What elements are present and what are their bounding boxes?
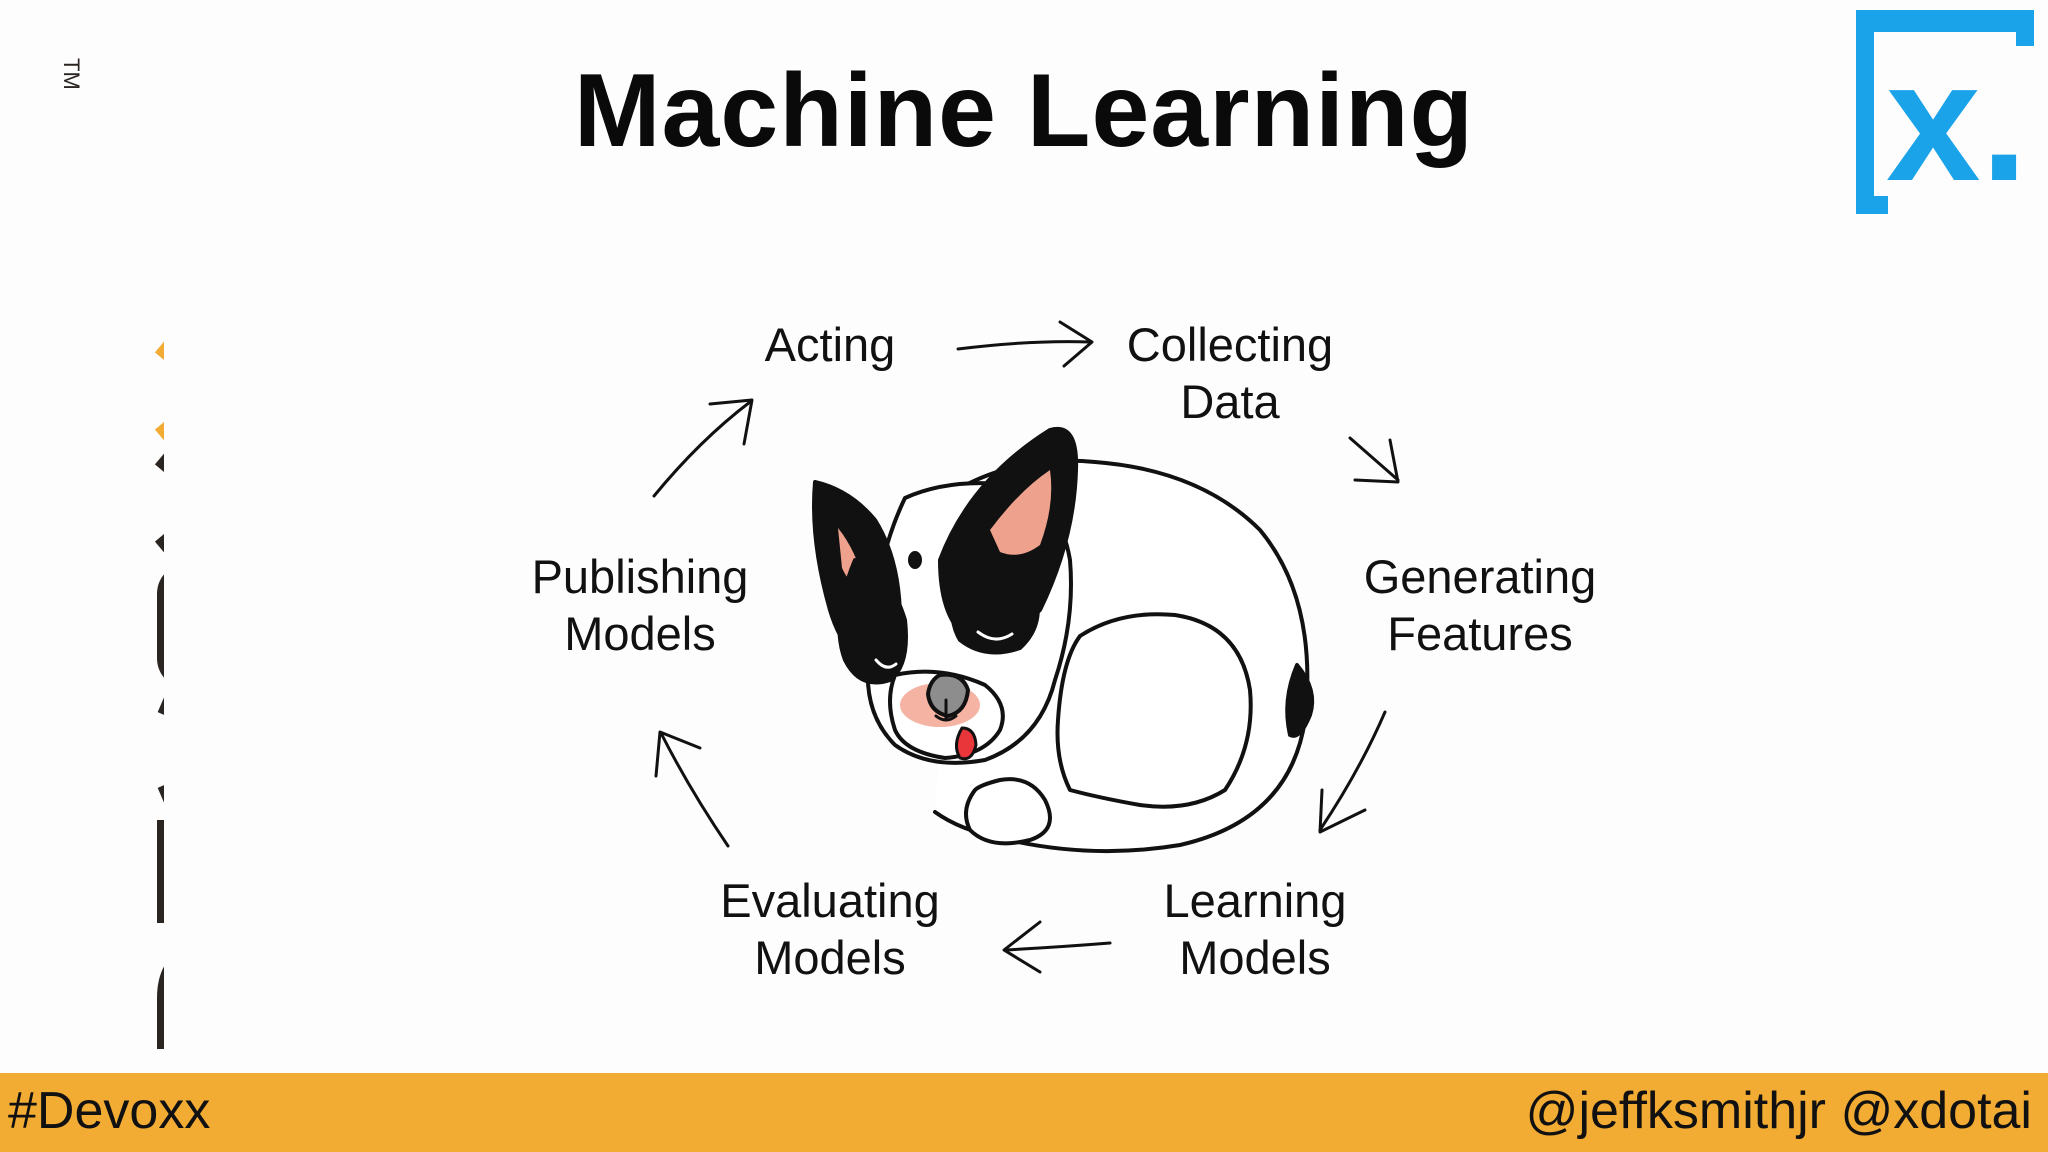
footer-hashtag: #Devoxx: [8, 1082, 211, 1140]
step-evaluating-models: Evaluating Models: [720, 874, 940, 984]
step-publishing-models: Publishing Models: [531, 550, 749, 660]
step-acting: Acting: [764, 318, 896, 371]
devoxx-logo: TM: [59, 58, 164, 1049]
slide-title: Machine Learning: [573, 53, 1475, 169]
arrow-acting-to-collecting: [956, 340, 1092, 351]
step-collecting-data: Collecting Data: [1126, 318, 1334, 428]
step-generating-features: Generating Features: [1363, 550, 1597, 660]
x-dot-ai-logo: x.: [1856, 10, 2034, 217]
arrow-evaluating-to-publishing: [660, 733, 730, 848]
arrow-publishing-to-acting: [652, 400, 752, 498]
trademark-text: TM: [59, 58, 84, 90]
arrow-collecting-to-generating: [1348, 436, 1400, 482]
step-learning-models: Learning Models: [1163, 874, 1347, 984]
arrow-learning-to-evaluating: [1003, 941, 1112, 952]
bulldog-illustration: [812, 426, 1315, 854]
arrow-generating-to-learning: [1318, 710, 1387, 832]
x-logo-text: x.: [1886, 27, 2028, 217]
footer-bar: #Devoxx @jeffksmithjr @xdotai: [0, 1073, 2048, 1152]
footer-handles: @jeffksmithjr @xdotai: [1525, 1082, 2032, 1140]
